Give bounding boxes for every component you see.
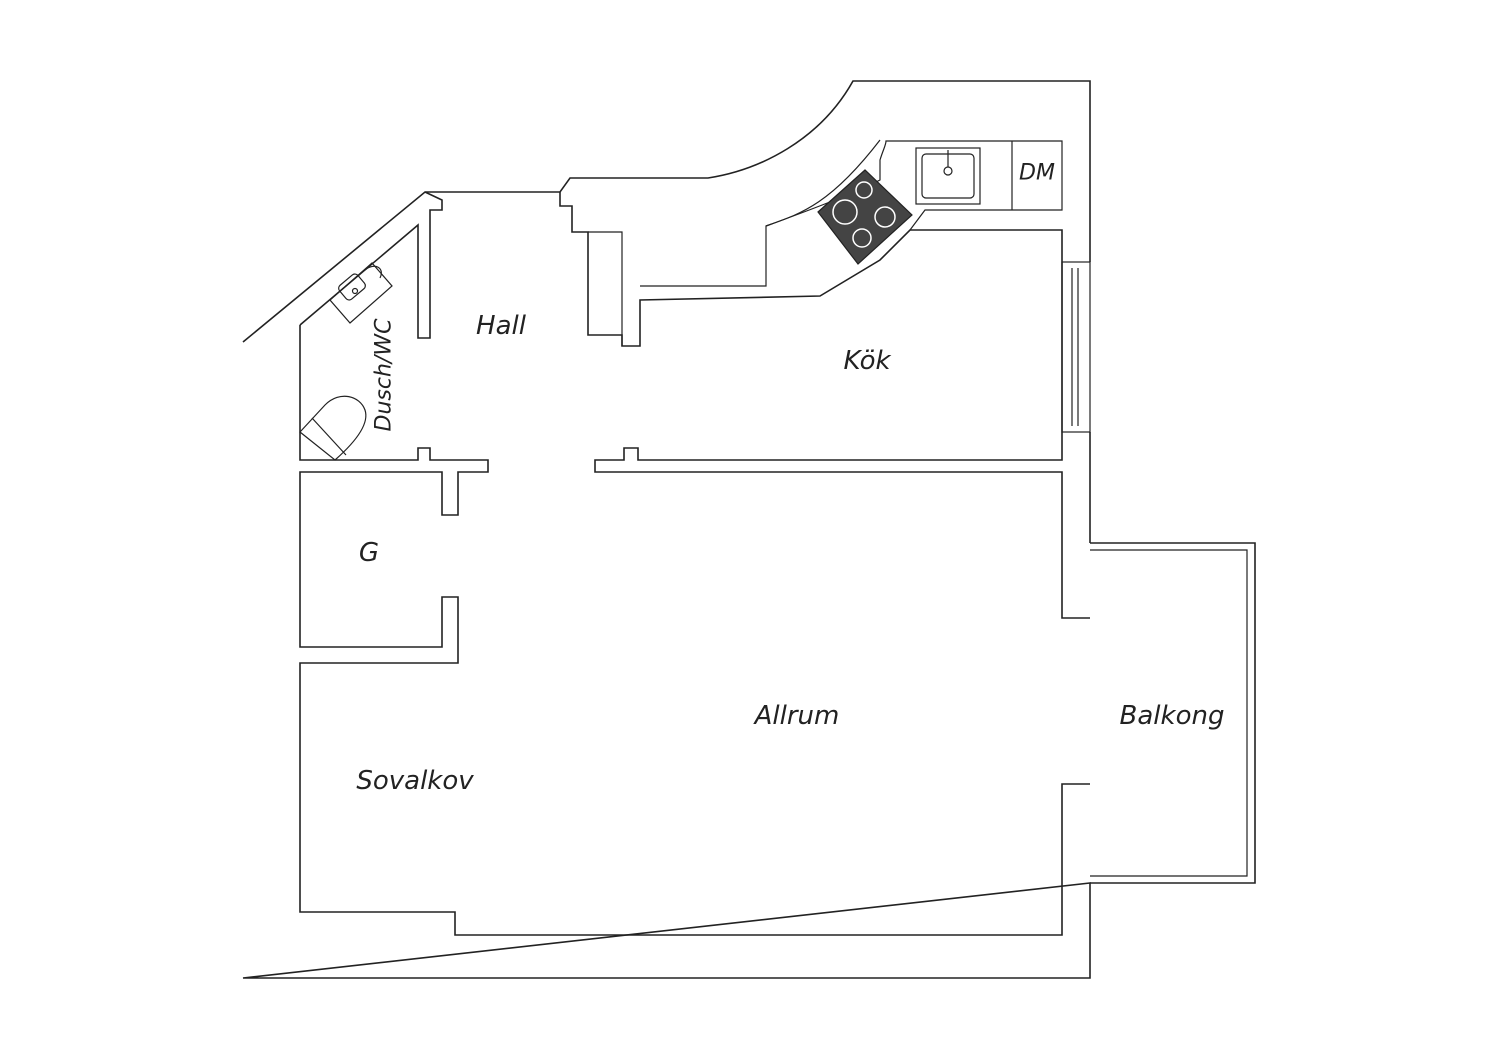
kitchen-partition-inner [588, 140, 1063, 346]
kitchen-partition [559, 192, 1063, 347]
bathroom-sink-icon [329, 262, 393, 324]
stove-icon [817, 169, 913, 265]
living-wall-right [594, 262, 1090, 619]
counter-curve [765, 139, 881, 227]
room-label-hall: Hall [476, 311, 526, 341]
room-label-balcony: Balkong [1119, 701, 1225, 731]
room-label-bedroom-alcove: Sovalkov [356, 766, 474, 796]
exterior-wall [242, 80, 1091, 979]
room-label-dishwasher: DM [1019, 160, 1055, 186]
room-label-wardrobe: G [358, 538, 380, 568]
room-label-kitchen: Kök [843, 346, 891, 376]
kitchen-sink-icon [915, 147, 981, 205]
toilet-icon [299, 395, 367, 461]
interior-wall-outline [299, 325, 1090, 936]
room-label-bathroom: Dusch/WC [371, 318, 397, 432]
bathroom-wall [299, 191, 443, 339]
balcony-outline [1090, 542, 1256, 884]
room-label-living: Allrum [754, 701, 840, 731]
window-icon [1061, 261, 1091, 433]
